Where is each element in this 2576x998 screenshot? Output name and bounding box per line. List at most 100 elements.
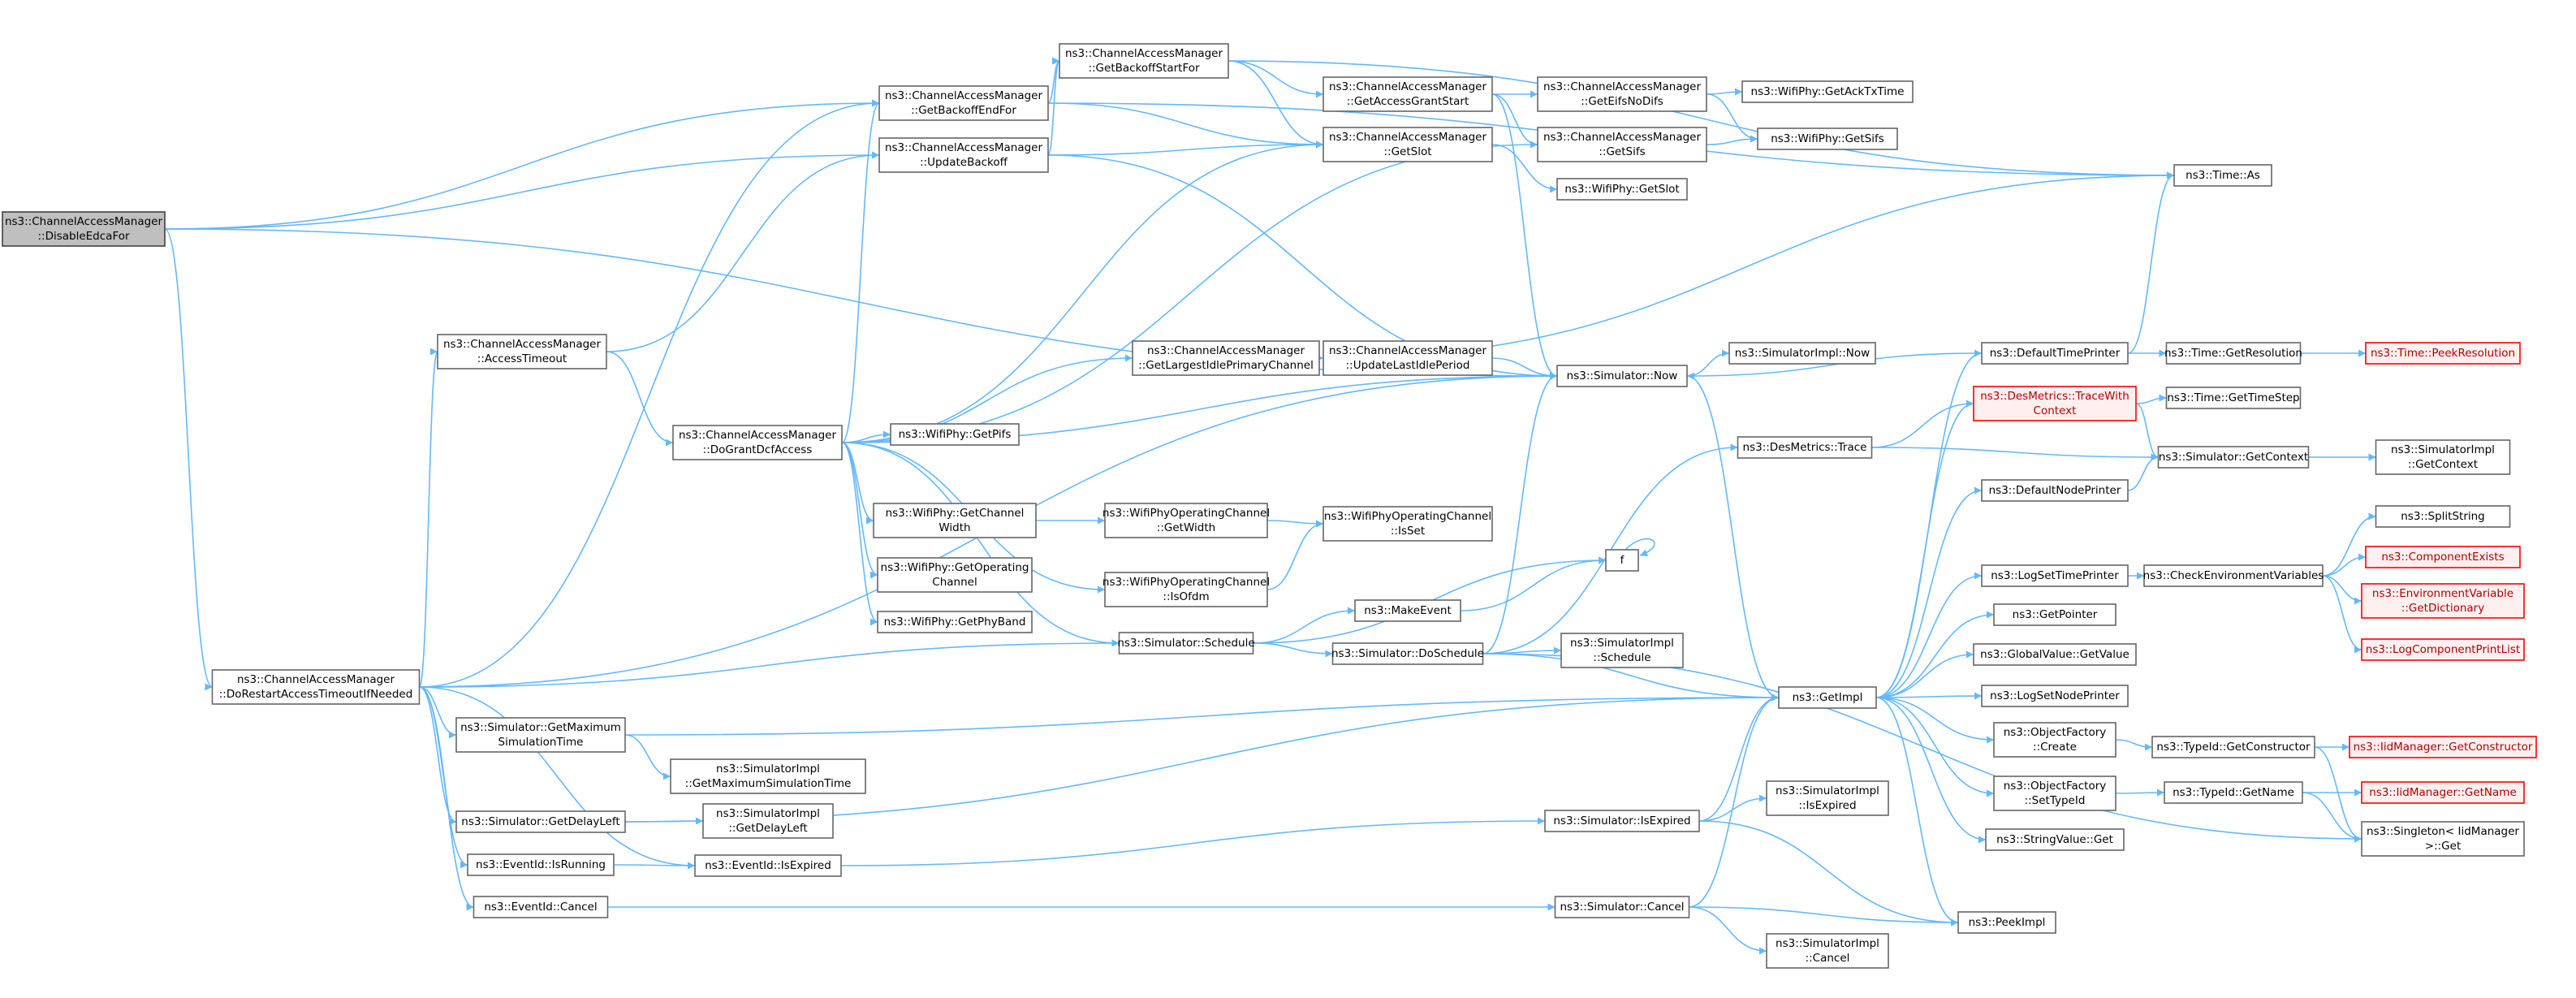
node-box xyxy=(1556,365,1688,387)
graph-node-objfactorysettype[interactable]: ns3::ObjectFactory::SetTypeId xyxy=(1993,776,2116,811)
node-box xyxy=(1537,127,1707,162)
graph-node-timegetstep[interactable]: ns3::Time::GetTimeStep xyxy=(2165,387,2302,409)
graph-node-timeas[interactable]: ns3::Time::As xyxy=(2173,164,2272,187)
graph-node-simisexpired[interactable]: ns3::Simulator::IsExpired xyxy=(1544,810,1700,832)
graph-node-getlargest[interactable]: ns3::ChannelAccessManager::GetLargestIdl… xyxy=(1132,340,1320,376)
node-label: ::GetBackoffStartFor xyxy=(1088,62,1200,75)
graph-node-simimplcancel[interactable]: ns3::SimulatorImpl::Cancel xyxy=(1766,933,1889,969)
graph-node-getacktx[interactable]: ns3::WifiPhy::GetAckTxTime xyxy=(1741,80,1914,103)
node-label: ns3::EventId::IsRunning xyxy=(476,858,606,871)
graph-node-getimpl[interactable]: ns3::GetImpl xyxy=(1778,686,1877,709)
graph-node-updatelastidle[interactable]: ns3::ChannelAccessManager::UpdateLastIdl… xyxy=(1323,340,1493,376)
graph-node-simimplisexpired[interactable]: ns3::SimulatorImpl::IsExpired xyxy=(1766,780,1889,816)
node-label: ns3::Simulator::GetMaximum xyxy=(460,721,621,734)
node-box xyxy=(1973,386,2137,421)
graph-node-componentexists[interactable]: ns3::ComponentExists xyxy=(2365,546,2521,568)
edge-getimpl-to-logsetnodeprinter xyxy=(1875,692,1983,700)
edge-getaccessgrant-to-simnow xyxy=(1491,93,1558,380)
graph-node-typeidgetname[interactable]: ns3::TypeId::GetName xyxy=(2164,781,2303,804)
graph-node-getphyband[interactable]: ns3::WifiPhy::GetPhyBand xyxy=(877,611,1033,633)
graph-node-simschedule[interactable]: ns3::Simulator::Schedule xyxy=(1117,632,1255,655)
node-label: ns3::SimulatorImpl xyxy=(1776,937,1879,950)
graph-node-splitstring[interactable]: ns3::SplitString xyxy=(2375,505,2511,528)
graph-node-simgetcontext[interactable]: ns3::Simulator::GetContext xyxy=(2157,446,2310,469)
graph-node-envgetdict[interactable]: ns3::EnvironmentVariable::GetDictionary xyxy=(2361,583,2525,619)
graph-node-stringvalueget[interactable]: ns3::StringValue::Get xyxy=(1985,828,2125,851)
node-box xyxy=(1737,436,1873,459)
graph-node-objfactorycreate[interactable]: ns3::ObjectFactory::Create xyxy=(1993,722,2116,758)
node-label: ns3::LogComponentPrintList xyxy=(2366,643,2520,656)
graph-node-simgetmaxtime[interactable]: ns3::Simulator::GetMaximumSimulationTime xyxy=(455,717,626,753)
node-label: ns3::CheckEnvironmentVariables xyxy=(2143,569,2324,582)
graph-node-getbackoffstart[interactable]: ns3::ChannelAccessManager::GetBackoffSta… xyxy=(1059,43,1229,79)
graph-node-typeidgetctor[interactable]: ns3::TypeId::GetConstructor xyxy=(2151,736,2315,758)
graph-node-timepeekres[interactable]: ns3::Time::PeekResolution xyxy=(2365,342,2521,365)
graph-node-peekimpl[interactable]: ns3::PeekImpl xyxy=(1957,911,2056,934)
graph-node-simdoschedule[interactable]: ns3::Simulator::DoSchedule xyxy=(1331,642,1484,665)
edge-getbackoffstart-to-getaccessgrant xyxy=(1228,60,1324,98)
edge-getimpl-to-getpointer xyxy=(1875,611,1995,698)
graph-node-logsetnodeprinter[interactable]: ns3::LogSetNodePrinter xyxy=(1981,685,2129,707)
graph-node-timegetres[interactable]: ns3::Time::GetResolution xyxy=(2164,342,2302,365)
graph-node-simnow[interactable]: ns3::Simulator::Now xyxy=(1556,365,1688,387)
graph-node-getsifs[interactable]: ns3::ChannelAccessManager::GetSifs xyxy=(1537,127,1707,162)
graph-node-opchisset[interactable]: ns3::WifiPhyOperatingChannel::IsSet xyxy=(1323,506,1493,542)
graph-node-defaulttimeprinter[interactable]: ns3::DefaultTimePrinter xyxy=(1981,342,2129,365)
graph-node-phygetsifs[interactable]: ns3::WifiPhy::GetSifs xyxy=(1757,127,1898,150)
graph-node-phygetslot[interactable]: ns3::WifiPhy::GetSlot xyxy=(1556,178,1688,201)
graph-node-f[interactable]: f xyxy=(1605,549,1639,572)
node-box xyxy=(1323,127,1493,162)
graph-node-defaultnodeprinter[interactable]: ns3::DefaultNodePrinter xyxy=(1981,479,2129,502)
graph-node-opchgetwidth[interactable]: ns3::WifiPhyOperatingChannel::GetWidth xyxy=(1102,503,1270,538)
graph-node-opchisofdm[interactable]: ns3::WifiPhyOperatingChannel::IsOfdm xyxy=(1102,572,1270,607)
graph-node-getpointer[interactable]: ns3::GetPointer xyxy=(1993,603,2116,626)
node-box xyxy=(472,896,609,918)
node-label: ns3::WifiPhyOperatingChannel xyxy=(1102,576,1270,589)
graph-node-eventcancel[interactable]: ns3::EventId::Cancel xyxy=(472,896,609,918)
graph-node-eventisrunning[interactable]: ns3::EventId::IsRunning xyxy=(467,853,615,876)
graph-node-iidgetname[interactable]: ns3::IidManager::GetName xyxy=(2361,781,2525,804)
graph-node-doresttimeout[interactable]: ns3::ChannelAccessManager::DoRestartAcce… xyxy=(211,669,421,705)
edge-simgetmaxtime-to-getimpl xyxy=(624,693,1780,736)
node-label: ns3::SimulatorImpl xyxy=(2391,443,2495,456)
graph-node-eventisexpired[interactable]: ns3::EventId::IsExpired xyxy=(694,854,842,877)
graph-node-getpifs[interactable]: ns3::WifiPhy::GetPifs xyxy=(890,423,1020,446)
graph-node-updatebackoff[interactable]: ns3::ChannelAccessManager::UpdateBackoff xyxy=(878,137,1049,173)
graph-node-makeevent[interactable]: ns3::MakeEvent xyxy=(1354,599,1461,622)
graph-node-disable[interactable]: ns3::ChannelAccessManager::DisableEdcaFo… xyxy=(2,211,166,247)
edge-getimpl-to-stringvalueget xyxy=(1875,697,1987,844)
edge-getbackoffstart-to-getslot xyxy=(1228,60,1324,149)
graph-node-getslot[interactable]: ns3::ChannelAccessManager::GetSlot xyxy=(1323,127,1493,162)
node-label: ns3::GetImpl xyxy=(1793,691,1863,704)
graph-node-getaccessgrant[interactable]: ns3::ChannelAccessManager::GetAccessGran… xyxy=(1323,76,1493,112)
graph-node-simgetdelayleft[interactable]: ns3::Simulator::GetDelayLeft xyxy=(455,810,626,833)
graph-node-geteifs[interactable]: ns3::ChannelAccessManager::GetEifsNoDifs xyxy=(1537,76,1707,112)
graph-node-simimplgetcontext[interactable]: ns3::SimulatorImpl::GetContext xyxy=(2375,439,2511,475)
edge-doresttimeout-to-eventisexpired xyxy=(419,686,696,870)
graph-node-getbackoffend[interactable]: ns3::ChannelAccessManager::GetBackoffEnd… xyxy=(878,85,1049,121)
graph-node-simimplgetmaxtime[interactable]: ns3::SimulatorImpl::GetMaximumSimulation… xyxy=(670,758,866,794)
graph-node-accesstimeout[interactable]: ns3::ChannelAccessManager::AccessTimeout xyxy=(437,334,607,369)
graph-node-simcancel[interactable]: ns3::Simulator::Cancel xyxy=(1554,896,1690,918)
graph-node-logcomplist[interactable]: ns3::LogComponentPrintList xyxy=(2361,638,2525,661)
graph-node-checkenv[interactable]: ns3::CheckEnvironmentVariables xyxy=(2143,564,2324,587)
node-box xyxy=(873,503,1037,538)
node-label: ns3::SplitString xyxy=(2401,510,2485,523)
edge-getsifs-to-phygetsifs xyxy=(1706,135,1758,145)
node-label: ns3::SimulatorImpl::Now xyxy=(1735,347,1870,360)
graph-node-globalvalue[interactable]: ns3::GlobalValue::GetValue xyxy=(1973,643,2137,666)
graph-node-logsettimeprinter[interactable]: ns3::LogSetTimePrinter xyxy=(1981,564,2129,587)
graph-node-desmetricstrace[interactable]: ns3::DesMetrics::Trace xyxy=(1737,436,1873,459)
graph-node-singleton[interactable]: ns3::Singleton< IidManager>::Get xyxy=(2361,821,2525,857)
node-label: ns3::Time::GetTimeStep xyxy=(2167,391,2299,404)
edge-accesstimeout-to-dogrant xyxy=(606,351,674,447)
graph-node-iidgetctor[interactable]: ns3::IidManager::GetConstructor xyxy=(2349,736,2537,758)
node-label: ns3::ComponentExists xyxy=(2381,551,2504,564)
graph-node-dogrant[interactable]: ns3::ChannelAccessManager::DoGrantDcfAcc… xyxy=(672,425,843,460)
graph-node-simimplnow[interactable]: ns3::SimulatorImpl::Now xyxy=(1728,342,1876,365)
graph-node-simimplschedule[interactable]: ns3::SimulatorImpl::Schedule xyxy=(1560,633,1684,668)
graph-node-simimplgetdelayleft[interactable]: ns3::SimulatorImpl::GetDelayLeft xyxy=(702,803,834,839)
